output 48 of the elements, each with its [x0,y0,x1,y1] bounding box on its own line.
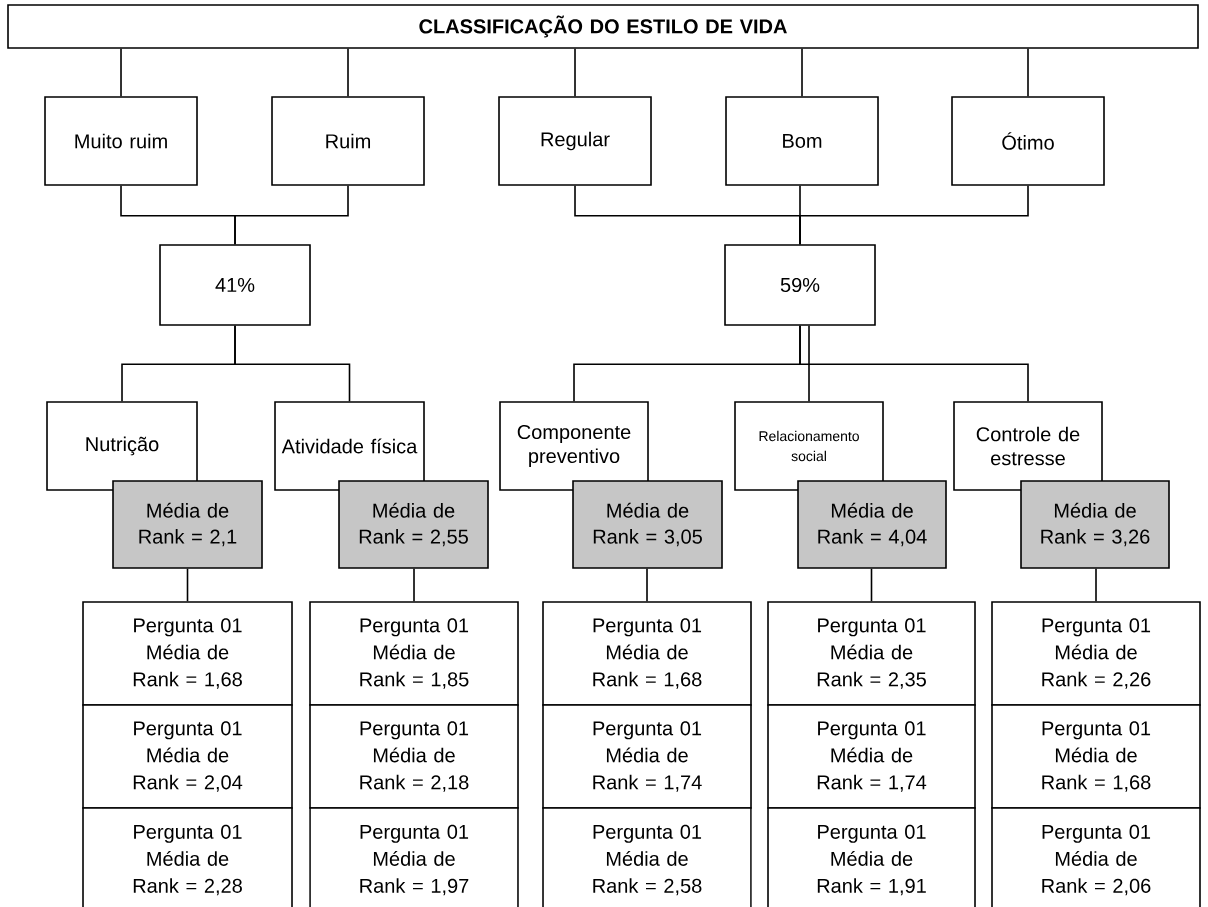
component-box: Controle de estresse [953,401,1103,491]
category-box: Bom [725,96,879,186]
connector-line [186,568,189,602]
question-box: Pergunta 01 Média de Rank = 1,68 [991,704,1201,809]
category-box: Ótimo [951,96,1105,186]
question-box: Pergunta 01 Média de Rank = 2,28 [82,807,293,907]
connector-line [1027,48,1029,97]
category-box: Ruim [271,96,425,186]
mean-rank-box: Média de Rank = 4,04 [797,480,947,569]
connector-line [234,185,349,245]
connector-line [574,48,576,97]
connector-line [1095,568,1097,602]
title-box: CLASSIFICAÇÃO DO ESTILO DE VIDA [7,4,1199,49]
connector-line [801,48,803,97]
connector-line [646,568,648,602]
percentage-box: 41% [159,244,311,326]
connector-line [413,568,415,602]
question-box: Pergunta 01 Média de Rank = 1,91 [767,807,976,907]
component-box: Nutrição [46,401,198,491]
mean-rank-box: Média de Rank = 2,1 [112,480,263,569]
question-box: Pergunta 01 Média de Rank = 2,26 [991,601,1201,706]
category-box: Regular [498,96,652,186]
question-box: Pergunta 01 Média de Rank = 2,06 [991,807,1201,907]
question-box: Pergunta 01 Média de Rank = 1,68 [542,601,752,706]
question-box: Pergunta 01 Média de Rank = 1,68 [82,601,293,706]
mean-rank-box: Média de Rank = 3,05 [572,480,723,569]
connector-line [234,325,351,402]
question-box: Pergunta 01 Média de Rank = 2,58 [542,807,752,907]
question-box: Pergunta 01 Média de Rank = 1,74 [542,704,752,809]
component-box: Atividade física [274,401,425,491]
percentage-box: 59% [724,244,876,326]
mean-rank-box: Média de Rank = 2,55 [338,480,489,569]
connector-line [870,568,873,602]
connector-line [799,185,1029,245]
question-box: Pergunta 01 Média de Rank = 1,85 [309,601,519,706]
component-box: Componente preventivo [499,401,649,491]
question-box: Pergunta 01 Média de Rank = 1,97 [309,807,519,907]
connector-line [808,325,810,402]
question-box: Pergunta 01 Média de Rank = 1,74 [767,704,976,809]
connector-line [799,325,1029,402]
mean-rank-box: Média de Rank = 3,26 [1020,480,1170,569]
question-box: Pergunta 01 Média de Rank = 2,18 [309,704,519,809]
component-box: Relacionamento social [734,401,884,491]
category-box: Muito ruim [44,96,198,186]
connector-line [347,48,349,97]
question-box: Pergunta 01 Média de Rank = 2,04 [82,704,293,809]
connector-line [120,48,122,97]
question-box: Pergunta 01 Média de Rank = 2,35 [767,601,976,706]
